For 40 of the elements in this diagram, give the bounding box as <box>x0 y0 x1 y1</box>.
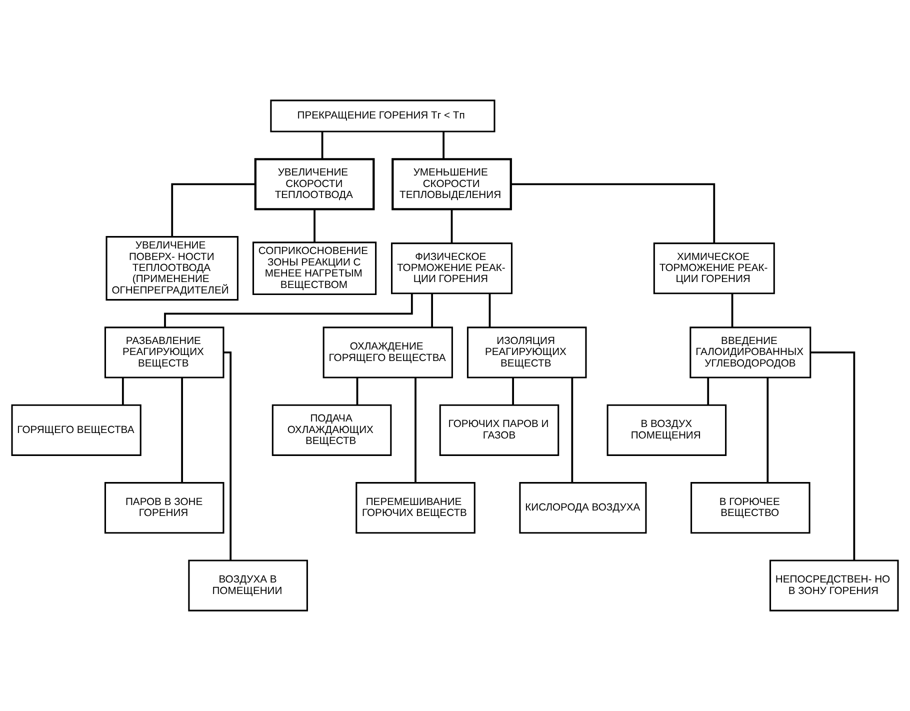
connector <box>442 132 445 160</box>
node-box: ИЗОЛЯЦИЯ РЕАГИРУЮЩИХ ВЕЩЕСТВ <box>466 326 587 378</box>
node-box: ГОРЮЧИХ ПАРОВ И ГАЗОВ <box>439 404 560 456</box>
node-box: ПОДАЧА ОХЛАЖДАЮЩИХ ВЕЩЕСТВ <box>272 404 392 456</box>
connector <box>321 132 324 160</box>
connector <box>181 378 183 483</box>
connector <box>450 209 453 244</box>
node-box: В ГОРЮЧЕЕ ВЕЩЕСТВО <box>690 482 810 534</box>
node-box: РАЗБАВЛЕНИЕ РЕАГИРУЮЩИХ ВЕЩЕСТВ <box>104 326 224 378</box>
connector <box>512 378 514 405</box>
connector <box>356 378 358 405</box>
node-box: УВЕЛИЧЕНИЕ ПОВЕРХ- НОСТИ ТЕПЛООТВОДА (ПРИМЕНЕНИЕ ОГНЕПРЕГРАДИТЕЛЕЙ <box>106 236 238 301</box>
node-box: ГОРЯЩЕГО ВЕЩЕСТВА <box>11 404 142 456</box>
connector <box>766 378 769 483</box>
node-box: СОПРИКОСНОВЕНИЕ ЗОНЫ РЕАКЦИИ С МЕНЕЕ НАГРЕТЫМ ВЕЩЕСТВОМ <box>252 242 377 295</box>
node-box: КИСЛОРОДА ВОЗДУХА <box>519 482 647 534</box>
connector <box>171 183 256 237</box>
connector <box>510 183 716 244</box>
connector <box>731 294 734 328</box>
node-box: В ВОЗДУХ ПОМЕЩЕНИЯ <box>606 404 727 456</box>
node-box: НЕПОСРЕДСТВЕН- НО В ЗОНУ ГОРЕНИЯ <box>769 560 899 612</box>
connector <box>571 378 574 483</box>
connector <box>488 294 491 328</box>
node-box: ПЕРЕМЕШИВАНИЕ ГОРЮЧИХ ВЕЩЕСТВ <box>356 482 476 534</box>
connector <box>810 352 856 560</box>
connector <box>431 294 433 328</box>
connector <box>314 209 316 242</box>
node-box: ПАРОВ В ЗОНЕ ГОРЕНИЯ <box>104 482 224 534</box>
connector <box>122 378 124 405</box>
node-box: ПРЕКРАЩЕНИЕ ГОРЕНИЯ Tг < Tп <box>270 100 496 132</box>
connector <box>224 352 232 560</box>
connector <box>707 378 710 405</box>
node-box: ФИЗИЧЕСКОЕ ТОРМОЖЕНИЕ РЕАК- ЦИИ ГОРЕНИЯ <box>391 242 513 294</box>
node-box: ХИМИЧЕСКОЕ ТОРМОЖЕНИЕ РЕАК- ЦИИ ГОРЕНИЯ <box>653 242 775 294</box>
node-box: УМЕНЬШЕНИЕ СКОРОСТИ ТЕПЛОВЫДЕЛЕНИЯ <box>392 158 512 210</box>
connector <box>414 378 416 483</box>
node-box: УВЕЛИЧЕНИЕ СКОРОСТИ ТЕПЛООТВОДА <box>254 158 375 210</box>
node-box: ВОЗДУХА В ПОМЕЩЕНИИ <box>188 560 308 612</box>
node-box: ВВЕДЕНИЕ ГАЛОИДИРОВАННЫХ УГЛЕВОДОРОДОВ <box>690 326 812 378</box>
node-box: ОХЛАЖДЕНИЕ ГОРЯЩЕГО ВЕЩЕСТВА <box>322 326 453 378</box>
